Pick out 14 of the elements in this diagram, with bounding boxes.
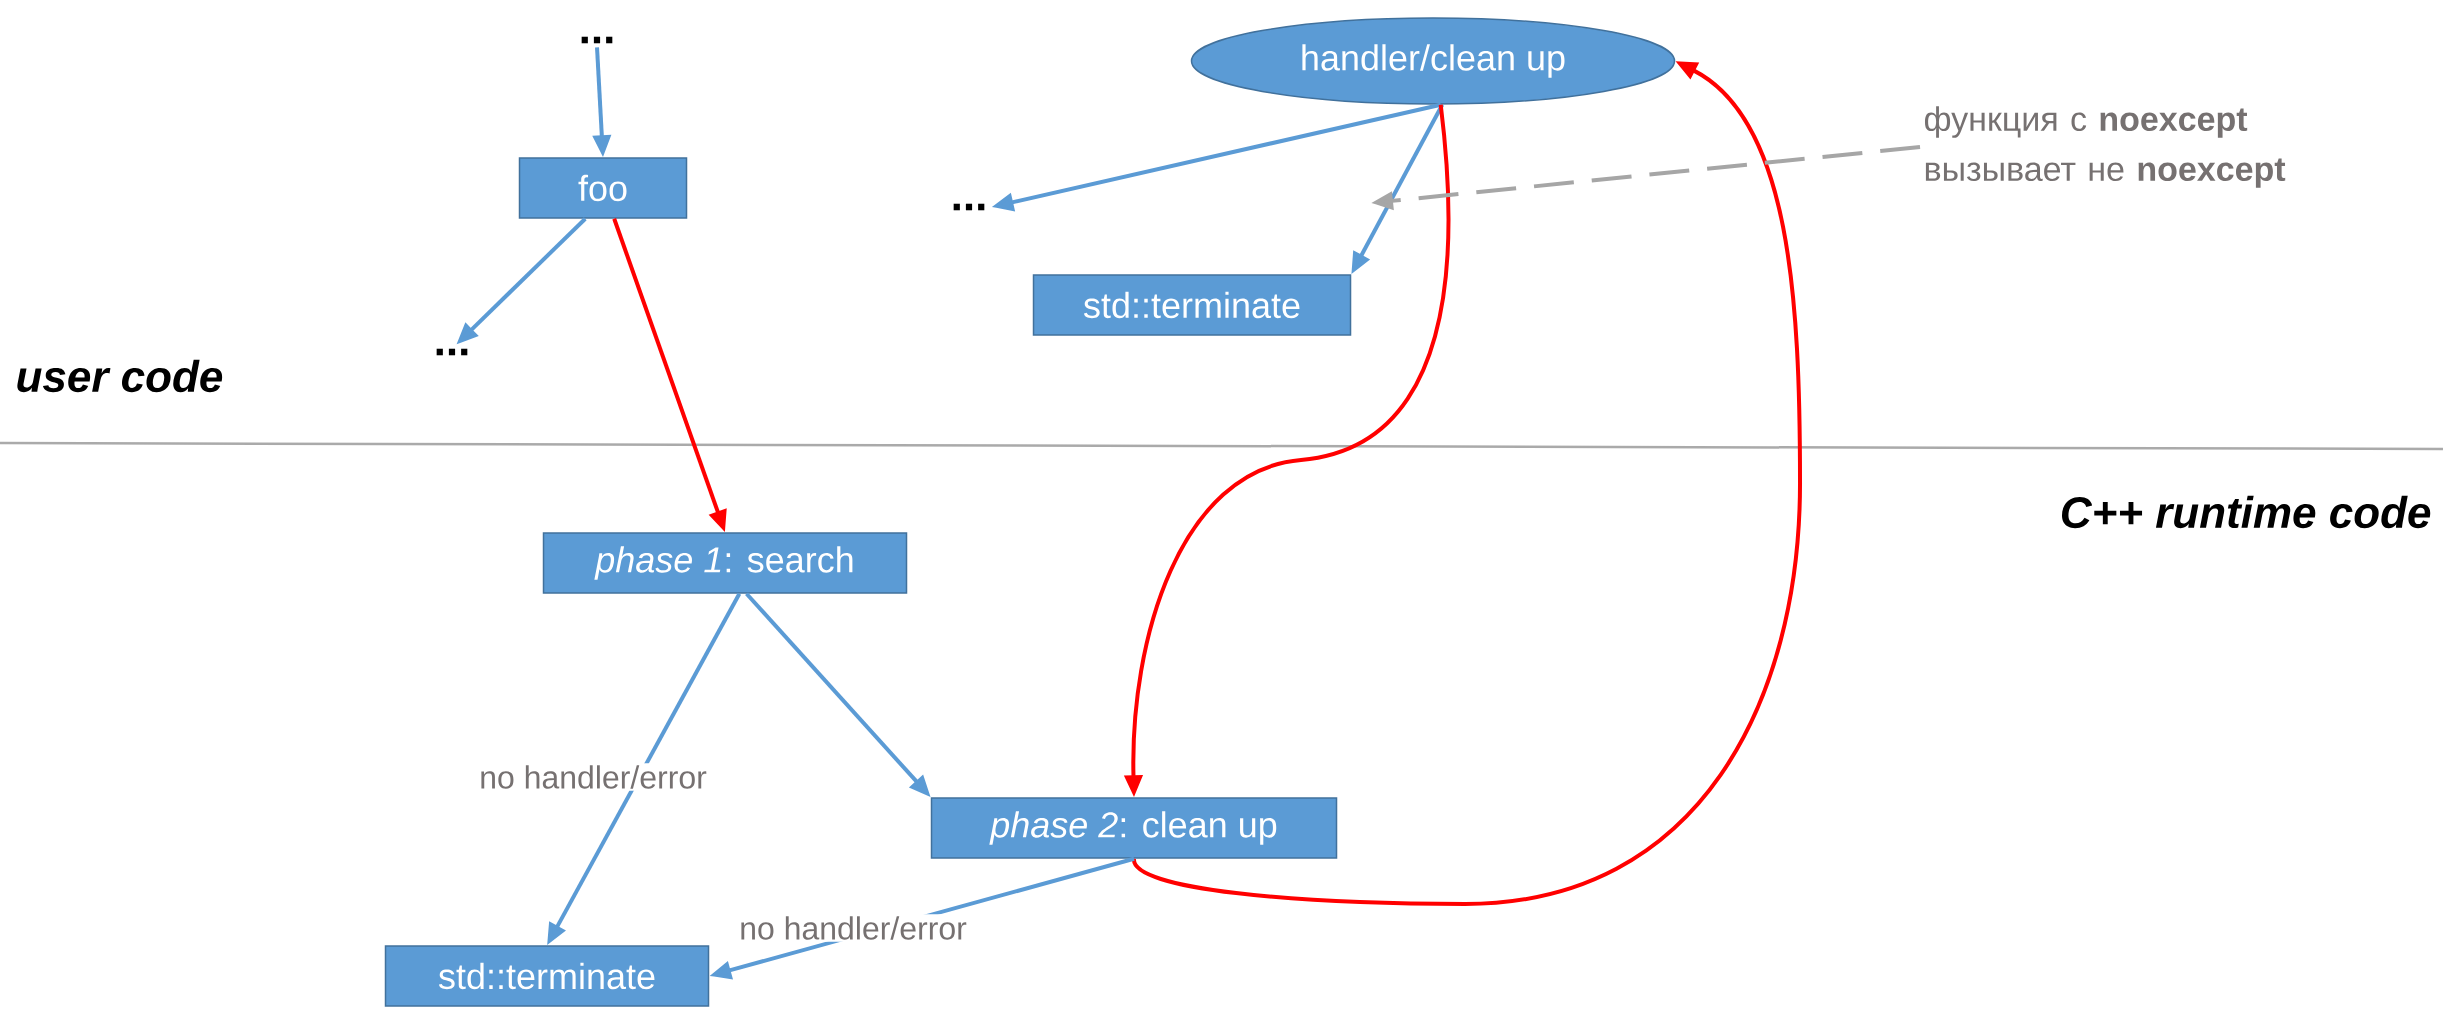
edge-label: no handler/error: [477, 763, 709, 791]
ellipsis: ...: [953, 203, 985, 211]
section-label: C++ runtime code: [2062, 495, 2431, 529]
arrow: [1132, 61, 1802, 906]
process-box: std::terminate: [1032, 274, 1352, 336]
edge-label: no handler/error: [737, 914, 969, 942]
annotation-text: функция с noexcept вызывает не noexcept: [1925, 106, 2286, 188]
process-box: foo: [518, 157, 688, 219]
process-box: phase 2: clean up: [930, 797, 1338, 859]
process-box: phase 1: search: [542, 532, 908, 594]
section-label: user code: [17, 359, 223, 393]
ellipsis: ...: [581, 36, 613, 44]
process-box: std::terminate: [384, 945, 710, 1007]
ellipsis: ...: [436, 348, 468, 356]
